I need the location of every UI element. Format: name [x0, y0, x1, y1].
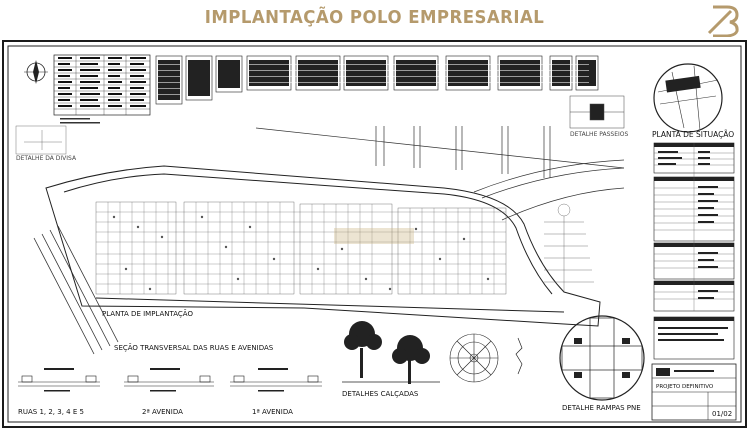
watermark — [334, 228, 414, 244]
ruas-label: RUAS 1, 2, 3, 4 E 5 — [18, 408, 84, 416]
detalhe-divisa-label: DETALHE DA DIVISA — [16, 155, 77, 162]
cross-sections — [18, 375, 322, 387]
page-title: IMPLANTAÇÃO POLO EMPRESARIAL — [204, 7, 545, 28]
area-summary-table — [53, 54, 151, 124]
brand-logo-icon — [705, 3, 741, 38]
rampa-detail — [559, 315, 645, 401]
segunda-avenida-label: 2ª AVENIDA — [142, 408, 183, 416]
site-plan-drawing: DETALHE DA DIVISA DETALHE PASSEIOS PLANT… — [7, 45, 742, 423]
detalhes-calcadas-label: DETALHES CALÇADAS — [342, 390, 419, 398]
block-table-content — [158, 60, 596, 100]
primeira-avenida-label: 1ª AVENIDA — [252, 408, 293, 416]
planta-implantacao-label: PLANTA DE IMPLANTAÇÃO — [102, 309, 193, 318]
access-streets — [255, 126, 625, 178]
tree-icon — [344, 321, 430, 384]
situation-map — [653, 63, 723, 133]
divisa-detail — [15, 125, 67, 155]
cad-drawing-sheet: DETALHE DA DIVISA DETALHE PASSEIOS PLANT… — [2, 40, 747, 428]
detalhe-rampas-label: DETALHE RAMPAS PNE — [562, 404, 641, 412]
secao-transversal-label: SEÇÃO TRANSVERSAL DAS RUAS E AVENIDAS — [114, 343, 274, 352]
planta-situacao-label: PLANTA DE SITUAÇÃO — [652, 130, 734, 139]
title-block — [651, 363, 737, 421]
round-detail — [449, 333, 499, 383]
site-boundary — [45, 165, 601, 327]
lot-markers — [112, 215, 490, 291]
projeto-definitivo-label: PROJETO DEFINITIVO — [656, 384, 714, 390]
sheet-number: 01/02 — [712, 410, 732, 418]
highway — [33, 225, 119, 355]
detalhe-passeios-label: DETALHE PASSEIOS — [570, 131, 629, 138]
block-tables — [155, 55, 599, 105]
north-arrow-icon — [24, 60, 48, 84]
lot-grid — [95, 201, 507, 295]
page-header: IMPLANTAÇÃO POLO EMPRESARIAL — [0, 0, 749, 40]
passeios-detail — [569, 95, 625, 129]
cul-de-sac-lots — [544, 203, 594, 292]
